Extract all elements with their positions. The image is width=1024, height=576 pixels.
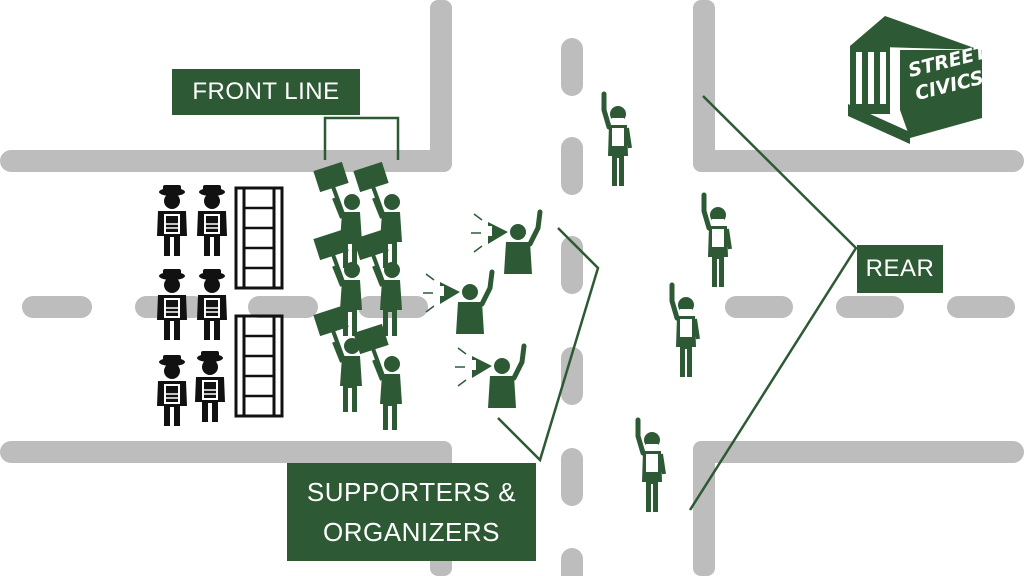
police-officer-icon (196, 184, 228, 257)
lane-dashes (22, 38, 1015, 576)
courthouse-icon (848, 16, 982, 144)
protester-icon (604, 94, 630, 186)
supporters (423, 212, 540, 408)
protester-icon (704, 195, 730, 287)
rear-bracket (688, 95, 858, 511)
bracket-lines (323, 95, 858, 511)
rear-label: REAR (857, 245, 943, 293)
supporters-label: SUPPORTERS & ORGANIZERS (287, 463, 536, 561)
police-officer-icon (156, 184, 188, 257)
police-officer-icon (196, 268, 228, 341)
barricade-icon (234, 186, 284, 290)
police-officer-icon (156, 354, 188, 427)
megaphone-icon (423, 272, 492, 334)
protester-icon (672, 285, 698, 377)
megaphone-icon (455, 346, 524, 408)
police-officer-icon (194, 350, 226, 423)
protester-icon (638, 420, 664, 512)
front-line-label: FRONT LINE (172, 69, 360, 115)
front-line-bracket (323, 116, 400, 160)
police-officer-icon (156, 268, 188, 341)
supporters-bracket (497, 227, 600, 463)
barricade-icon (234, 314, 284, 418)
front-line-protesters (311, 159, 404, 432)
megaphone-icon (471, 212, 540, 274)
